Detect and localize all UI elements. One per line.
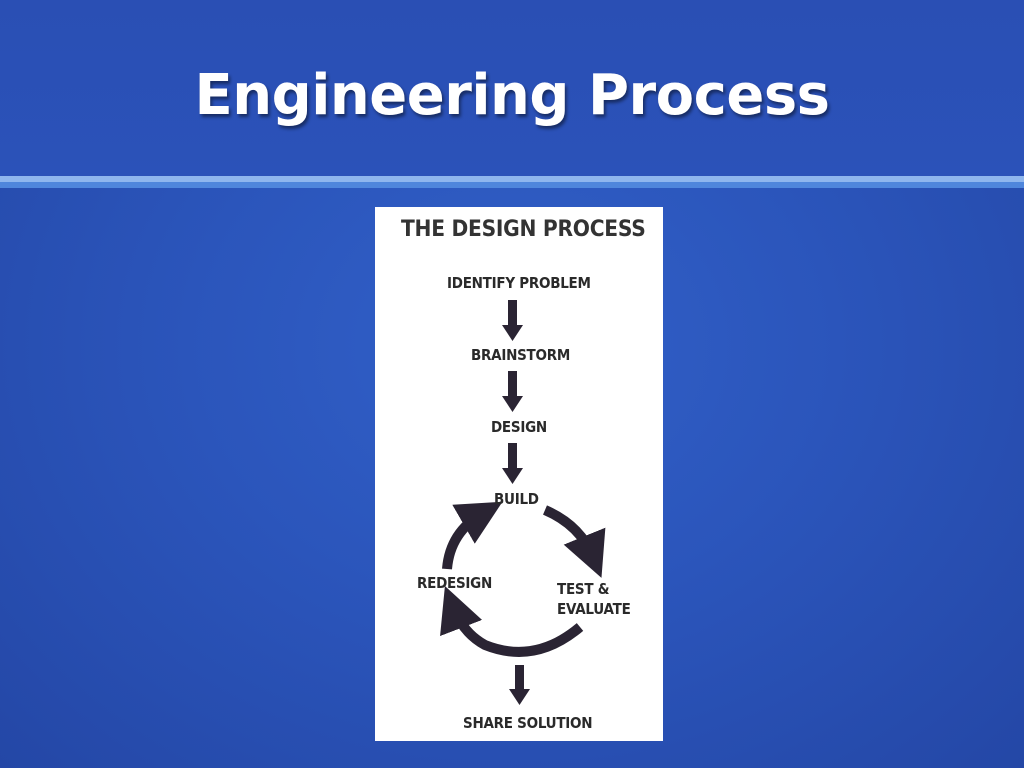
design-process-diagram: THE DESIGN PROCESS IDENTIFY PROBLEM BRAI… <box>375 207 663 741</box>
title-band <box>0 0 1024 176</box>
arrow-brainstorm-to-design <box>502 371 523 412</box>
slide-title: Engineering Process <box>194 63 830 128</box>
title-divider-light <box>0 176 1024 182</box>
step-identify-problem: IDENTIFY PROBLEM <box>447 274 591 292</box>
step-design: DESIGN <box>491 418 547 436</box>
arrow-test-to-redesign <box>440 586 584 657</box>
arrow-cycle-to-share <box>509 665 530 705</box>
arrow-redesign-to-build <box>442 501 503 570</box>
title-divider-accent <box>0 182 1024 188</box>
arrow-design-to-build <box>502 443 523 484</box>
arrow-build-to-test <box>542 505 606 578</box>
step-share-solution: SHARE SOLUTION <box>463 714 593 732</box>
step-test-line1: TEST & <box>557 580 610 598</box>
step-test-evaluate: TEST & EVALUATE <box>557 579 631 619</box>
step-test-line2: EVALUATE <box>557 600 631 618</box>
step-brainstorm: BRAINSTORM <box>471 346 570 364</box>
diagram-arrows <box>440 300 606 705</box>
arrow-identify-to-brainstorm <box>502 300 523 341</box>
step-redesign: REDESIGN <box>417 574 493 592</box>
step-build: BUILD <box>494 490 539 508</box>
diagram-title: THE DESIGN PROCESS <box>401 217 646 242</box>
